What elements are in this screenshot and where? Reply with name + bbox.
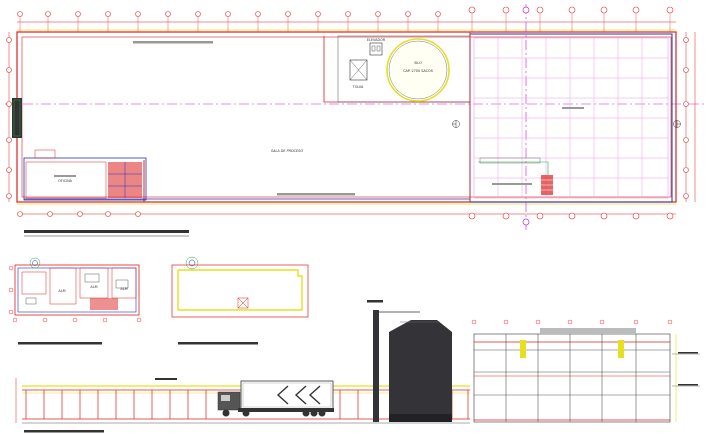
silo-label: SILO <box>414 61 422 65</box>
store-c-label: ALM <box>120 287 127 291</box>
store-b-label: ALM <box>90 285 97 289</box>
main-hall-label: SALA DE PROCESO <box>271 149 303 153</box>
hopper-label: TOLVA <box>352 85 364 89</box>
right-grid-bay <box>469 33 673 203</box>
left-entrance-door <box>12 98 22 138</box>
roof-plan <box>171 256 309 345</box>
left-entrance-door-frame <box>13 99 21 137</box>
silo-room: SILO CAP. 2700 SACOS ELEVADOR TOLVA <box>323 35 471 103</box>
office-label: OFICINA <box>58 179 73 183</box>
bottom-axis-bubbles <box>17 211 674 220</box>
roof-plan-title-bar <box>178 342 258 345</box>
side-elevation <box>15 300 470 433</box>
office-plan-title-bar <box>18 342 102 345</box>
row-axis-bubbles <box>6 37 689 199</box>
plan-title-bar <box>24 230 189 233</box>
top-axis-bubbles <box>17 6 674 17</box>
title-bar-middle <box>277 193 355 196</box>
main-floor-plan: SALA DE PROCESO OFICINA SILO CAP. 2700 S… <box>5 4 704 237</box>
hopper-box <box>349 59 368 81</box>
front-elevation <box>471 319 700 423</box>
office-block: OFICINA <box>23 149 147 201</box>
silo-circle-inner <box>388 40 448 100</box>
elevation-title-bar <box>24 430 104 433</box>
title-bar-top <box>133 41 213 44</box>
silo-circle-outer <box>386 38 450 102</box>
office-floor-plan: ALM ALM ALM <box>8 257 142 345</box>
store-a-label: ALM <box>58 289 65 293</box>
silo-capacity-label: CAP. 2700 SACOS <box>403 69 433 73</box>
elevator-label: ELEVADOR <box>367 38 386 42</box>
elevator-box <box>369 42 383 56</box>
silo-elevation <box>367 300 452 422</box>
truck-trailer <box>217 380 334 417</box>
